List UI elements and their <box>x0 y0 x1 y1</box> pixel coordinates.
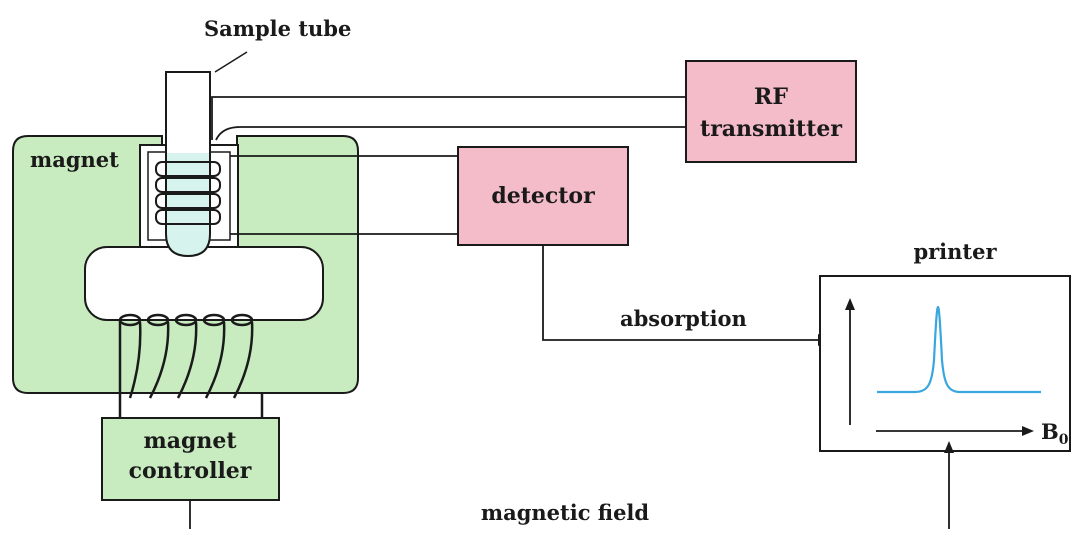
magnet-controller-label-line2: controller <box>129 458 252 484</box>
rf-transmitter-label-line2: transmitter <box>700 116 842 142</box>
absorption-label: absorption <box>620 306 747 331</box>
rf-transmitter-label-line1: RF <box>754 84 788 110</box>
sample-tube-label: Sample tube <box>204 16 351 41</box>
probe: Sample tube <box>139 16 351 258</box>
printer-y-axis-arrowhead <box>845 298 855 310</box>
rf-transmitter: RF transmitter <box>685 60 857 163</box>
detector: detector <box>457 146 629 246</box>
rf-wires <box>211 96 686 141</box>
magnet-controller: magnet controller <box>101 417 280 501</box>
b0-main: B <box>1041 419 1059 444</box>
rf-transmitter-box <box>685 60 857 163</box>
magnet-controller-label-line1: magnet <box>143 428 237 454</box>
magnetic-field-lines <box>189 441 954 529</box>
magnet-coil <box>118 313 264 418</box>
detector-wires <box>230 155 458 235</box>
magnet-controller-box <box>101 417 280 501</box>
probe-coil <box>155 161 221 225</box>
spectrum-peak <box>877 305 1041 394</box>
b0-subscript: 0 <box>1059 432 1069 448</box>
printer: printer B0 <box>819 239 1071 452</box>
printer-label: printer <box>913 239 997 264</box>
field-arrowhead <box>944 441 954 453</box>
magnetic-field-label: magnetic field <box>481 500 650 525</box>
b0-label: B0 <box>1041 419 1069 448</box>
magnet-label: magnet <box>30 147 119 172</box>
absorption-signal: absorption <box>542 245 830 346</box>
detector-box <box>457 146 629 246</box>
printer-box <box>819 275 1071 452</box>
printer-x-axis-arrowhead <box>1022 426 1034 436</box>
detector-label: detector <box>491 183 595 209</box>
magnet-gap <box>84 246 324 321</box>
sample-tube-empty-part <box>167 73 209 153</box>
sample-tube-pointer <box>214 51 248 73</box>
